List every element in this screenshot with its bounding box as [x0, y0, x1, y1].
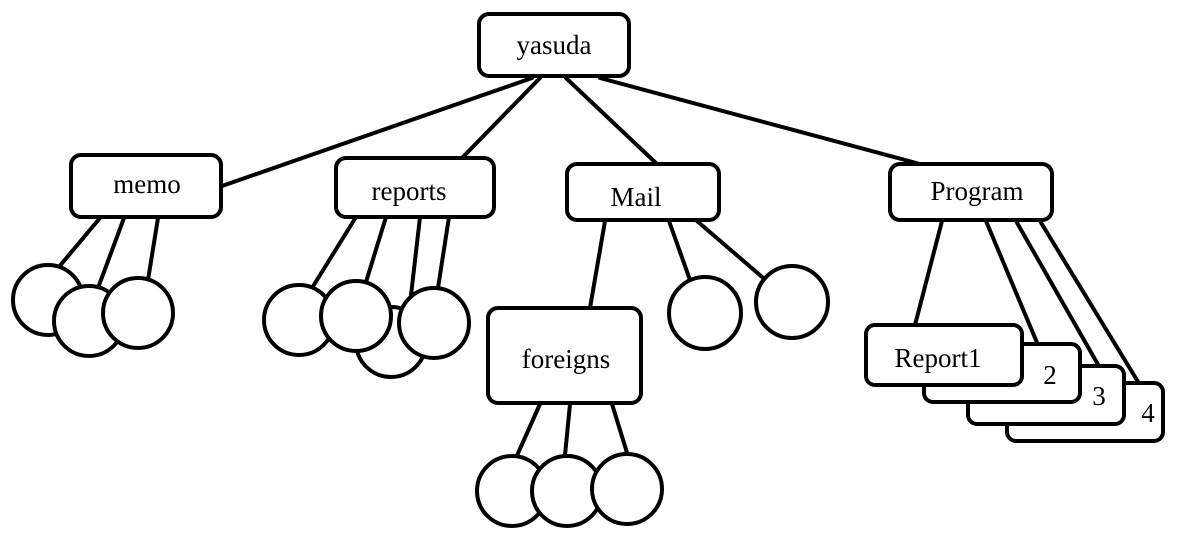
edge-program-report	[1014, 219, 1102, 370]
edge-foreigns-file	[563, 402, 572, 457]
edge-program-report	[984, 219, 1040, 347]
mail-node: Mail	[565, 162, 721, 222]
foreigns-label: foreigns	[522, 344, 610, 374]
memo-label: memo	[113, 169, 181, 199]
edge-mail-file	[695, 219, 770, 284]
edge-root-mail	[564, 76, 659, 166]
file-circle	[101, 276, 175, 350]
file-circle	[667, 275, 743, 351]
edges-foreigns	[513, 402, 630, 462]
foreigns-files	[475, 452, 664, 528]
memo-files	[11, 263, 175, 358]
edge-memo-file	[146, 216, 160, 282]
edge-root-reports	[460, 76, 542, 160]
edge-memo-file	[56, 216, 102, 270]
edge-foreigns-file	[513, 402, 542, 462]
file-circle	[397, 286, 471, 360]
report-stack: 4 3 2 Report1	[864, 323, 1165, 443]
edge-program-report	[913, 219, 944, 327]
root-node: yasuda	[477, 12, 631, 78]
program-node: Program	[888, 162, 1054, 222]
report-1-box: Report1	[864, 323, 1024, 387]
report-4-label: 4	[1141, 398, 1155, 428]
mail-files	[667, 264, 830, 351]
root-label: yasuda	[517, 30, 592, 60]
edge-reports-file	[408, 215, 422, 306]
edge-memo-file	[96, 216, 126, 290]
edge-program-report	[1038, 219, 1142, 387]
memo-node: memo	[69, 153, 223, 219]
edge-reports-file	[310, 215, 358, 290]
edges-reports	[310, 215, 451, 306]
program-label: Program	[931, 176, 1024, 206]
report-2-label: 2	[1043, 360, 1057, 390]
edge-root-memo	[220, 76, 534, 188]
mail-label: Mail	[611, 182, 662, 212]
edges-mail	[588, 219, 770, 310]
edges-program	[913, 219, 1142, 387]
reports-node: reports	[334, 156, 496, 219]
foreigns-node: foreigns	[486, 306, 643, 405]
edge-foreigns-file	[610, 402, 630, 458]
file-circle	[319, 279, 393, 353]
edge-reports-file	[436, 215, 451, 290]
edges-memo	[56, 216, 160, 290]
edge-root-program	[598, 76, 922, 166]
reports-label: reports	[372, 176, 447, 206]
report-1-label: Report1	[895, 343, 982, 373]
edge-mail-foreigns	[588, 219, 607, 310]
report-3-label: 3	[1092, 381, 1106, 411]
edges-root	[220, 76, 922, 188]
reports-files	[262, 279, 471, 379]
file-circle	[590, 452, 664, 526]
edge-reports-file	[364, 215, 388, 284]
file-circle	[754, 264, 830, 340]
edge-mail-file	[667, 219, 692, 282]
